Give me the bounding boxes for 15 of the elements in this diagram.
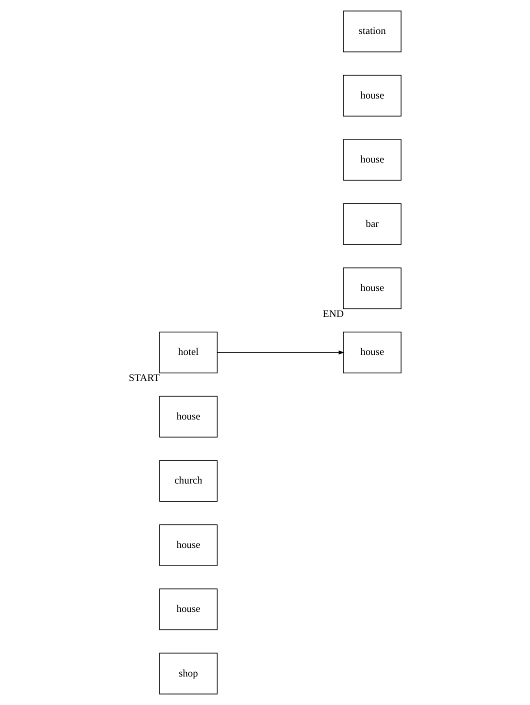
node-box: house [343,139,402,181]
arrow [216,350,344,355]
node-box: shop [159,652,218,694]
node-box: church [159,460,218,502]
node-box: house [159,588,218,630]
node-box: bar [343,203,402,245]
node-label: START [128,373,160,384]
node-box: station [343,10,402,52]
node-label: END [322,308,344,320]
node-box: hotel [159,332,218,374]
node-box: house [343,332,402,374]
node-box: house [343,74,402,116]
node-box: house [159,524,218,566]
node-box: house [159,396,218,438]
node-box: house [343,268,402,310]
